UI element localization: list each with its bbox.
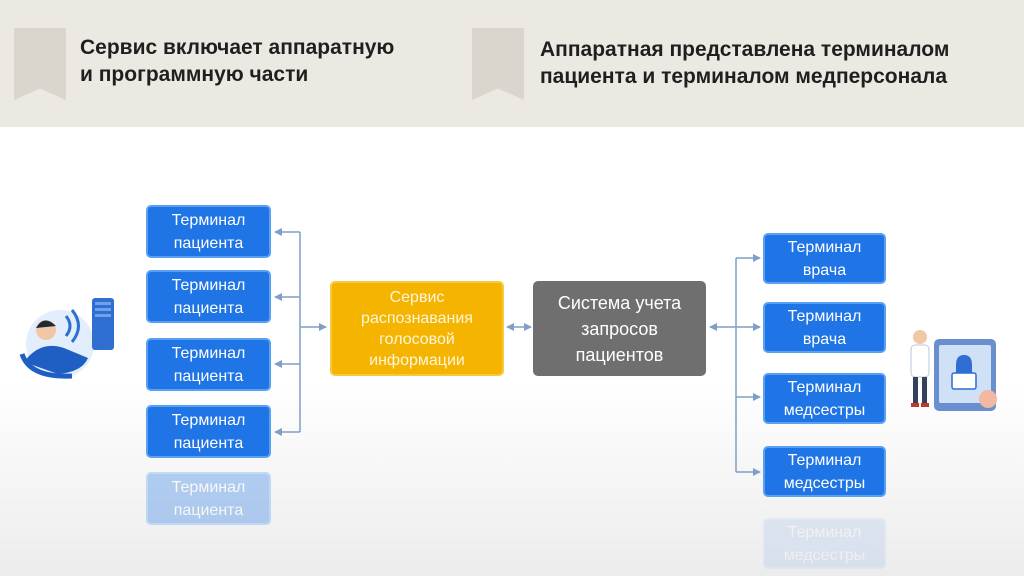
terminal-label: Терминал [171, 478, 246, 496]
terminal-label: Терминал [787, 451, 862, 469]
terminal-sublabel: медсестры [783, 474, 866, 492]
terminal-label: Терминал [787, 523, 862, 541]
patient-terminal: Терминал пациента [146, 405, 271, 458]
header-left-title: Сервис включает аппаратную и программную… [80, 34, 394, 88]
nurse-terminal: Терминал медсестры [763, 446, 886, 497]
patient-terminal: Терминал пациента [146, 270, 271, 323]
system-line1: Система учета [557, 292, 682, 313]
terminal-sublabel: пациента [173, 367, 244, 385]
terminal-sublabel: медсестры [783, 401, 866, 419]
patient-terminal: Терминал пациента [146, 205, 271, 258]
terminal-sublabel: пациента [173, 434, 244, 452]
header-right-title-line2: пациента и терминалом медперсонала [540, 65, 948, 88]
terminal-label: Терминал [171, 276, 246, 294]
terminal-label: Терминал [171, 211, 246, 229]
terminal-sublabel: врача [802, 330, 847, 348]
terminal-label: Терминал [787, 378, 862, 396]
terminal-sublabel: пациента [173, 299, 244, 317]
doctor-terminal: Терминал врача [763, 233, 886, 284]
nurse-terminal-reflection: Терминал медсестры [763, 518, 886, 569]
terminal-label: Терминал [787, 307, 862, 325]
header-left-title-line2: и программную части [80, 63, 309, 86]
voice-recognition-service: Сервис распознавания голосовой информаци… [330, 281, 504, 376]
terminal-label: Терминал [787, 238, 862, 256]
request-accounting-system: Система учета запросов пациентов [533, 281, 706, 376]
system-line3: пациентов [575, 344, 664, 365]
header-left-title-line1: Сервис включает аппаратную [80, 36, 395, 59]
terminal-sublabel: пациента [173, 501, 244, 519]
patient-terminal: Терминал пациента [146, 338, 271, 391]
patient-terminal-reflection: Терминал пациента [146, 472, 271, 525]
service-line4: информации [369, 351, 465, 369]
doctor-terminal: Терминал врача [763, 302, 886, 353]
system-line2: запросов [581, 318, 658, 339]
medical-staff-illustration-icon [910, 330, 997, 411]
terminal-sublabel: медсестры [783, 546, 866, 564]
patient-illustration-icon [19, 298, 114, 379]
terminal-label: Терминал [171, 411, 246, 429]
service-line3: голосовой [379, 330, 455, 348]
terminal-label: Терминал [171, 344, 246, 362]
terminal-sublabel: врача [802, 261, 847, 279]
header-right-title-line1: Аппаратная представлена терминалом [540, 38, 950, 61]
bookmark-icon [14, 28, 66, 100]
service-line2: распознавания [361, 309, 473, 327]
terminal-sublabel: пациента [173, 234, 244, 252]
header-band: Сервис включает аппаратную и программную… [0, 0, 1024, 127]
nurse-terminal: Терминал медсестры [763, 373, 886, 424]
bookmark-icon [472, 28, 524, 100]
header-right-title: Аппаратная представлена терминалом пацие… [540, 36, 949, 90]
service-line1: Сервис [389, 288, 445, 306]
